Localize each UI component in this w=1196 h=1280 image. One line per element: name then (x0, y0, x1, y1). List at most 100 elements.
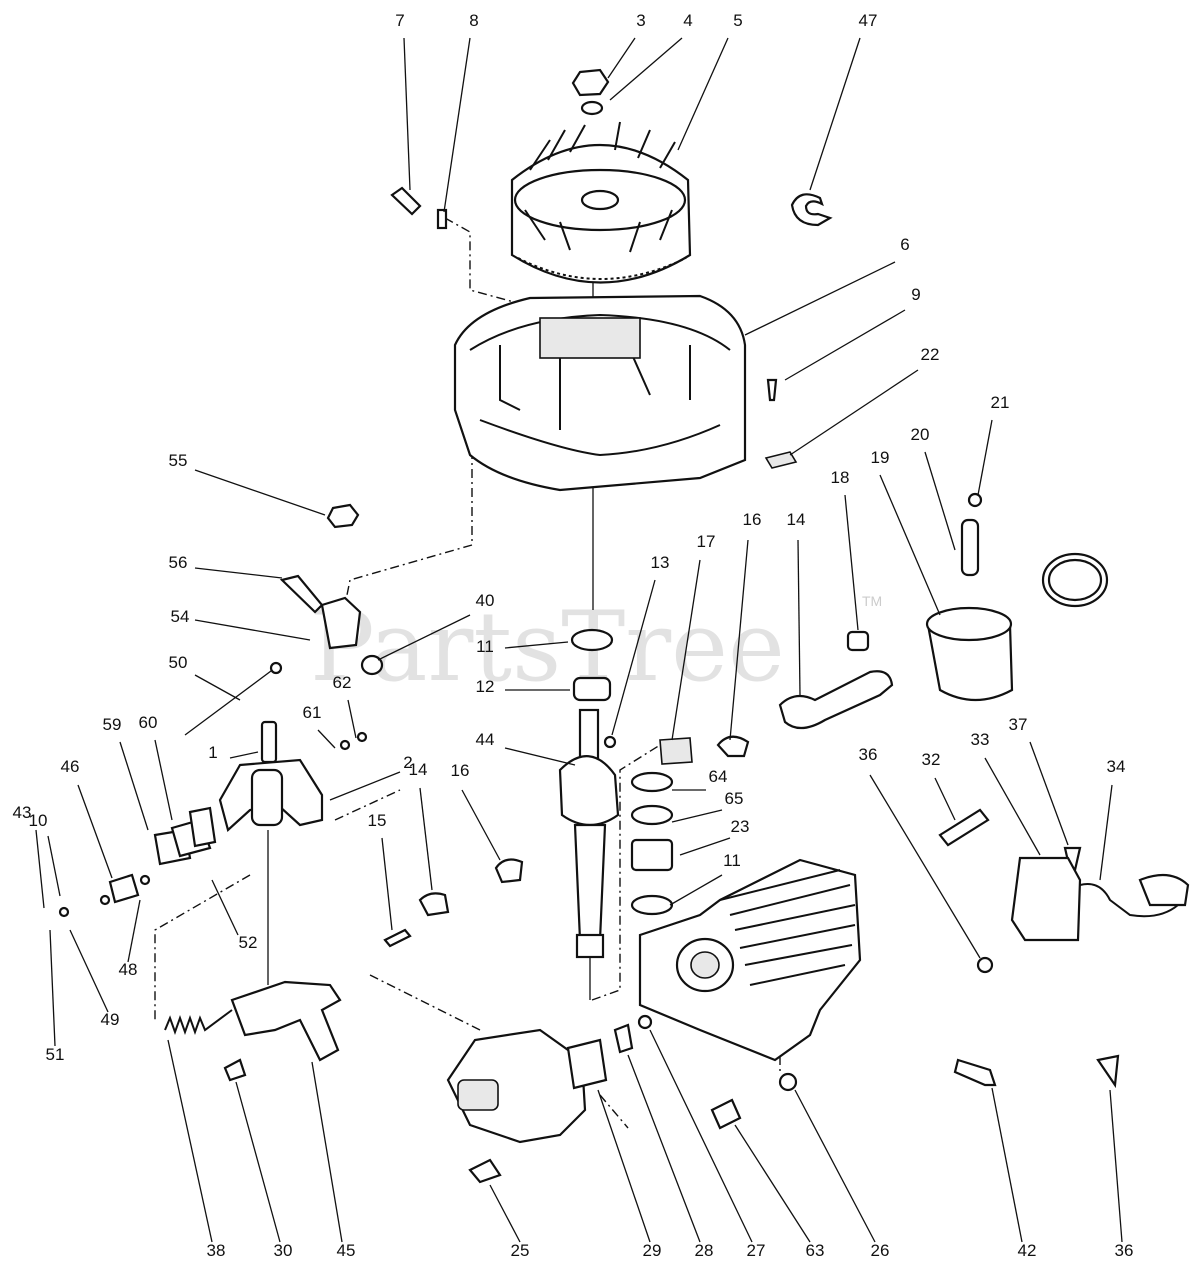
callout-number: 28 (695, 1241, 714, 1260)
callout-number: 38 (207, 1241, 226, 1260)
piston-rings (1041, 552, 1109, 608)
leader-line (127, 899, 141, 963)
leader-line (744, 261, 896, 336)
cable-50 (184, 667, 276, 736)
leader-line (809, 37, 861, 191)
leader-line (649, 1029, 753, 1243)
callout-number: 50 (169, 653, 188, 672)
leader-line (194, 619, 311, 641)
leader-line (597, 1089, 651, 1243)
callout-number: 22 (921, 345, 940, 364)
callout-number: 43 (13, 803, 32, 822)
callout-number: 63 (806, 1241, 825, 1260)
callout-number: 44 (476, 730, 495, 749)
leader-line (403, 37, 411, 191)
callout-number: 52 (239, 933, 258, 952)
callout-number: 11 (476, 637, 494, 656)
leader-line (443, 37, 471, 213)
flywheel-nut (571, 68, 610, 116)
callout-number: 13 (651, 553, 670, 572)
piston-19 (925, 606, 1014, 701)
leader-line (49, 929, 56, 1047)
bearing-stack (630, 771, 674, 916)
leader-line (627, 1054, 701, 1243)
leader-line (934, 777, 956, 821)
callout-number: 36 (859, 745, 878, 764)
leader-line (504, 641, 569, 649)
callout-number: 3 (636, 11, 645, 30)
callout-number: 14 (409, 760, 428, 779)
leader-line (669, 874, 723, 906)
callout-number: 12 (476, 677, 495, 696)
watermark-trademark: TM (862, 593, 882, 609)
leader-line (977, 419, 993, 496)
leader-line (47, 835, 61, 897)
leader-line (194, 469, 326, 516)
leader-line (69, 929, 109, 1013)
callout-number: 4 (683, 11, 692, 30)
leader-line (924, 451, 956, 551)
leader-line (194, 567, 283, 579)
leader-line (734, 1124, 811, 1243)
part-17 (659, 737, 693, 765)
bolt-15 (383, 928, 412, 948)
plate-22 (764, 451, 798, 469)
key-13 (603, 735, 617, 749)
leader-line (35, 829, 45, 909)
leader-line (154, 739, 173, 821)
callout-number: 36 (1115, 1241, 1134, 1260)
leader-line (611, 579, 656, 736)
callout-number: 9 (911, 285, 920, 304)
pin-20 (960, 518, 980, 577)
callout-number: 37 (1009, 715, 1028, 734)
leader-line (489, 1184, 521, 1243)
lever-assembly (164, 980, 342, 1082)
clip-21 (967, 492, 983, 508)
crankshaft-44 (558, 708, 620, 959)
plug-26 (778, 1072, 798, 1092)
nut-55 (326, 503, 360, 529)
leader-line (311, 1061, 343, 1243)
callout-number: 23 (731, 817, 750, 836)
callout-number: 47 (859, 11, 878, 30)
callout-number: 54 (171, 607, 190, 626)
gasket-28 (613, 1023, 634, 1054)
leader-line (419, 787, 433, 891)
callout-number: 15 (368, 811, 387, 830)
watermark-text: PartsTree (310, 591, 785, 703)
governor-assembly (58, 720, 368, 918)
leader-line (679, 837, 731, 856)
callout-number: 61 (303, 703, 322, 722)
clip-36-lower (1096, 1054, 1120, 1089)
leader-line (729, 539, 749, 741)
callout-number: 19 (871, 448, 890, 467)
leader-line (784, 309, 906, 381)
leader-line (211, 879, 239, 936)
callout-number: 59 (103, 715, 122, 734)
bracket-54 (320, 596, 362, 650)
carburetor (446, 1028, 608, 1184)
leader-line (671, 809, 723, 823)
callout-number: 14 (787, 510, 806, 529)
part-14-lower (418, 892, 450, 917)
clip-16-upper (716, 735, 750, 758)
bearings-11-12 (570, 628, 614, 702)
callout-number: 40 (476, 591, 495, 610)
callout-number: 18 (831, 468, 850, 487)
callout-number: 45 (337, 1241, 356, 1260)
callout-number: 7 (395, 11, 404, 30)
leader-line (607, 37, 636, 79)
callout-number: 42 (1018, 1241, 1037, 1260)
callout-number: 29 (643, 1241, 662, 1260)
callout-number: 25 (511, 1241, 530, 1260)
callout-number: 48 (119, 960, 138, 979)
spark-plug-32 (938, 808, 990, 847)
leader-line (984, 757, 1041, 856)
leader-line (504, 747, 576, 766)
callout-number: 62 (333, 673, 352, 692)
callout-number: 34 (1107, 757, 1126, 776)
leader-line (1099, 784, 1113, 881)
leader-line (317, 729, 336, 749)
callout-number: 49 (101, 1010, 120, 1029)
